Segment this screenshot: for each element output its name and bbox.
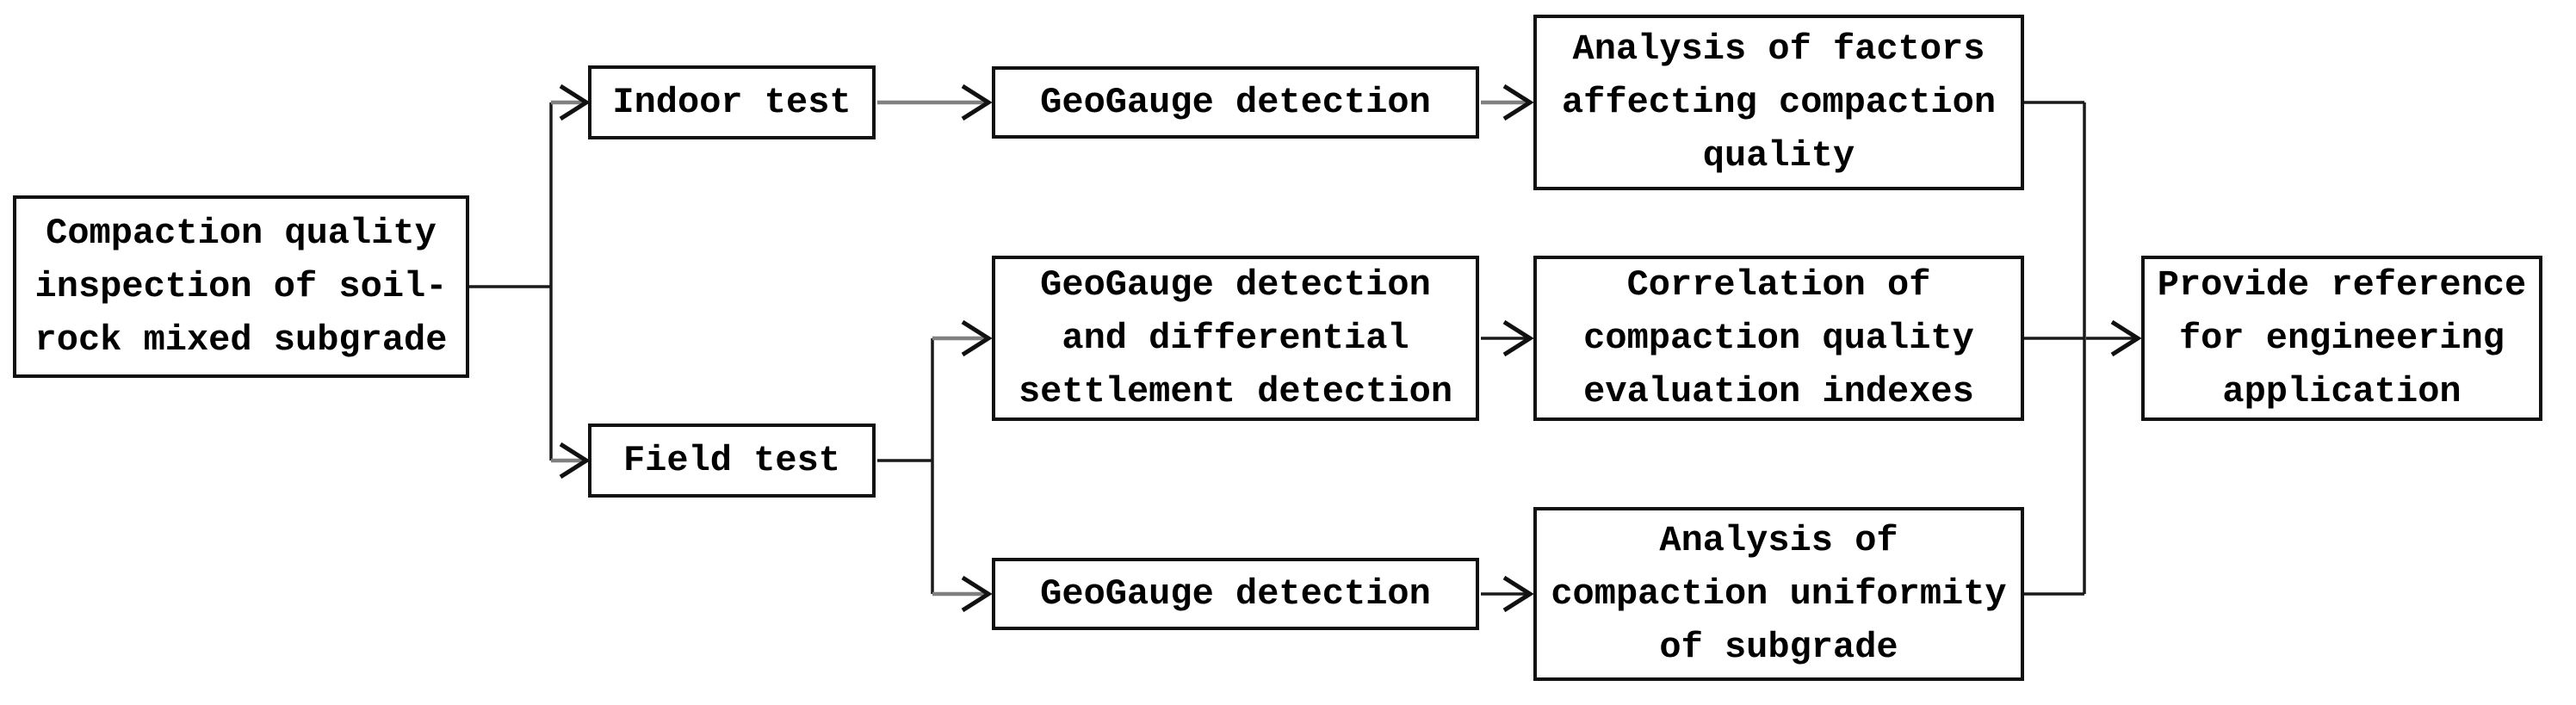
node-provide-reference: Provide reference for engineering applic… — [2141, 256, 2542, 421]
connector-field-split — [877, 338, 934, 594]
node-geogauge-differential-settlement-label: GeoGauge detection and differential sett… — [1018, 264, 1453, 412]
node-analysis-factors-label: Analysis of factors affecting compaction… — [1561, 28, 1997, 176]
node-geogauge-detection-field-label: GeoGauge detection — [1040, 573, 1431, 615]
arrowhead-to-uniformity — [1502, 575, 1534, 613]
node-compaction-quality-inspection: Compaction quality inspection of soil- r… — [13, 195, 469, 378]
node-geogauge-detection-indoor: GeoGauge detection — [992, 66, 1479, 139]
node-analysis-factors: Analysis of factors affecting compaction… — [1533, 15, 2024, 190]
arrowhead-to-geogauge-field — [961, 575, 993, 613]
arrowhead-to-indoor-test — [559, 83, 591, 121]
node-compaction-quality-inspection-label: Compaction quality inspection of soil- r… — [34, 213, 448, 361]
node-correlation-indexes: Correlation of compaction quality evalua… — [1533, 256, 2024, 421]
node-geogauge-differential-settlement: GeoGauge detection and differential sett… — [992, 256, 1479, 421]
connector-main-split — [469, 102, 553, 461]
node-indoor-test: Indoor test — [588, 65, 876, 139]
node-geogauge-detection-indoor-label: GeoGauge detection — [1040, 82, 1431, 123]
node-compaction-uniformity-label: Analysis of compaction uniformity of sub… — [1551, 520, 2007, 668]
arrowhead-to-geogauge-differential — [961, 319, 993, 357]
node-field-test-label: Field test — [622, 440, 841, 481]
arrowhead-to-field-test — [559, 442, 591, 479]
connector-results-merge — [2024, 101, 2086, 596]
node-compaction-uniformity: Analysis of compaction uniformity of sub… — [1533, 507, 2024, 681]
arrowhead-to-factors — [1502, 83, 1534, 121]
node-field-test: Field test — [588, 424, 876, 498]
arrowhead-to-geogauge-indoor — [961, 83, 993, 121]
node-indoor-test-label: Indoor test — [612, 82, 851, 123]
node-provide-reference-label: Provide reference for engineering applic… — [2157, 264, 2527, 412]
node-geogauge-detection-field: GeoGauge detection — [992, 558, 1479, 630]
node-correlation-indexes-label: Correlation of compaction quality evalua… — [1583, 264, 1974, 412]
arrowhead-to-provide-reference — [2110, 319, 2142, 357]
arrowhead-to-correlation — [1502, 319, 1534, 357]
